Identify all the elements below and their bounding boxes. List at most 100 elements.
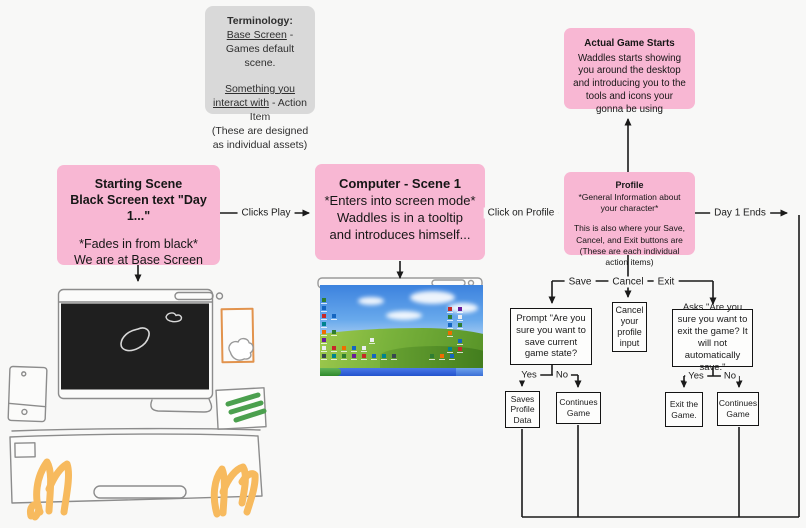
xp-desktop-icon xyxy=(341,354,347,360)
computer-scene-body-2: Waddles is in a tooltip xyxy=(337,209,463,225)
actual-game-body: Waddles starts showing you around the de… xyxy=(573,52,686,115)
exit-prompt-box[interactable]: Asks "Are you sure you want to exit the … xyxy=(672,302,753,373)
xp-desktop-icon xyxy=(331,330,337,336)
xp-cloud xyxy=(410,291,455,304)
windows-xp-screenshot[interactable] xyxy=(320,285,483,376)
xp-desktop-icon xyxy=(361,346,367,352)
edge-label-cancel: Cancel xyxy=(608,276,648,288)
xp-desktop-icon xyxy=(369,338,375,344)
xp-desktop-icon xyxy=(331,314,337,320)
xp-desktop-icon xyxy=(321,346,327,352)
xp-desktop-icon xyxy=(457,347,463,353)
terminology-title: Terminology: xyxy=(227,15,293,27)
xp-desktop-icon xyxy=(447,307,453,313)
xp-system-tray xyxy=(456,368,483,376)
saves-profile-text: Saves Profile Data xyxy=(510,393,535,425)
xp-desktop-icon xyxy=(457,307,463,313)
xp-desktop-icon xyxy=(321,298,327,304)
black-screen-sketch xyxy=(61,303,209,390)
profile-body: This is also where your Save, Cancel, an… xyxy=(573,223,686,267)
yellow-scribble-left[interactable] xyxy=(27,458,72,521)
starting-scene-title-1: Starting Scene xyxy=(94,177,183,191)
edge-label-no-save: No xyxy=(552,369,572,381)
computer-scene-note[interactable]: Computer - Scene 1 *Enters into screen m… xyxy=(315,164,485,260)
xp-desktop-icon xyxy=(331,354,337,360)
xp-desktop-icon xyxy=(447,347,453,353)
xp-desktop-icon xyxy=(381,354,387,360)
edge-label-yes-save: Yes xyxy=(518,369,540,381)
save-prompt-text: Prompt "Are you sure you want to save cu… xyxy=(516,312,586,360)
xp-cloud xyxy=(386,311,422,320)
cloud-doodle xyxy=(228,337,254,361)
continues-game-right-box[interactable]: Continues Game xyxy=(717,392,759,426)
starting-scene-body-2: We are at Base Screen xyxy=(73,253,203,267)
terminology-note[interactable]: Terminology: Base Screen - Games default… xyxy=(205,6,315,151)
xp-desktop-icon xyxy=(351,346,357,352)
exit-game-box[interactable]: Exit the Game. xyxy=(665,392,703,427)
xp-desktop-icon xyxy=(447,323,453,329)
xp-desktop-icon xyxy=(391,354,397,360)
monitor-stand-sketch xyxy=(150,398,213,413)
edge-label-save: Save xyxy=(564,276,596,288)
edge-label-exit: Exit xyxy=(653,276,679,288)
continues-game-right-text: Continues Game xyxy=(718,398,758,419)
actual-game-title: Actual Game Starts xyxy=(584,38,675,49)
xp-start-button xyxy=(320,368,341,376)
xp-desktop-icon xyxy=(447,315,453,321)
xp-desktop-icon xyxy=(447,331,453,337)
orange-folder-sketch[interactable] xyxy=(220,307,255,364)
saves-profile-data-box[interactable]: Saves Profile Data xyxy=(505,391,540,428)
xp-desktop-icon xyxy=(439,354,445,360)
xp-desktop-icon xyxy=(361,354,367,360)
terminology-def-1: Base Screen - Games default scene. xyxy=(225,28,295,69)
xp-desktop-icons xyxy=(320,285,483,376)
xp-desktop-icon xyxy=(321,322,327,328)
starting-scene-body-1: *Fades in from black* xyxy=(79,237,198,251)
profile-title: Profile xyxy=(615,180,644,190)
xp-desktop-icon xyxy=(321,330,327,336)
monitor-sketch[interactable] xyxy=(57,288,224,413)
exit-game-text: Exit the Game. xyxy=(669,398,699,420)
phone-sketch[interactable] xyxy=(7,365,48,423)
xp-desktop-icon xyxy=(331,346,337,352)
profile-subtitle: *General Information about your characte… xyxy=(578,191,681,214)
actual-game-starts-note[interactable]: Actual Game Starts Waddles starts showin… xyxy=(564,28,695,115)
profile-note[interactable]: Profile *General Information about your … xyxy=(564,172,695,267)
xp-desktop-icon xyxy=(457,315,463,321)
edge-label-clicks-play: Clicks Play xyxy=(237,207,295,219)
computer-scene-title: Computer - Scene 1 xyxy=(338,176,462,191)
xp-desktop-icon xyxy=(321,314,327,320)
xp-desktop-icon xyxy=(457,339,463,345)
cancel-input-text: Cancel your profile input xyxy=(615,305,644,348)
edge-label-click-on-profile: Click on Profile xyxy=(483,207,559,219)
terminology-def-2: Something you interact with - Action Ite… xyxy=(213,82,307,123)
cloud-sketch xyxy=(165,312,183,323)
xp-desktop-icon xyxy=(341,346,347,352)
continues-game-left-text: Continues Game xyxy=(559,397,598,418)
computer-scene-body-3: and introduces himself... xyxy=(329,226,471,242)
edge-label-day1-ends: Day 1 Ends xyxy=(710,207,770,219)
exit-prompt-text: Asks "Are you sure you want to exit the … xyxy=(677,302,748,373)
xp-desktop-icon xyxy=(457,323,463,329)
computer-scene-body-1: *Enters into screen mode* xyxy=(324,192,476,208)
starting-scene-note[interactable]: Starting Scene Black Screen text "Day 1.… xyxy=(57,165,220,267)
xp-cloud xyxy=(358,297,384,305)
xp-taskbar xyxy=(320,368,483,376)
edge-loop-back[interactable] xyxy=(521,215,800,518)
continues-game-left-box[interactable]: Continues Game xyxy=(556,392,601,424)
green-scribbles xyxy=(225,392,267,423)
save-prompt-box[interactable]: Prompt "Are you sure you want to save cu… xyxy=(510,308,592,365)
play-triangle-sketch xyxy=(120,327,150,352)
xp-desktop-icon xyxy=(321,338,327,344)
xp-cloud xyxy=(448,303,478,313)
xp-desktop-icon xyxy=(321,354,327,360)
cancel-input-box[interactable]: Cancel your profile input xyxy=(612,302,647,352)
yellow-scribble-right[interactable] xyxy=(210,463,259,518)
xp-desktop-icon xyxy=(321,306,327,312)
green-note-sketch[interactable] xyxy=(215,387,267,430)
xp-desktop-icon xyxy=(449,354,455,360)
xp-desktop-icon xyxy=(429,354,435,360)
terminology-note-text: (These are designed as individual assets… xyxy=(211,124,309,151)
